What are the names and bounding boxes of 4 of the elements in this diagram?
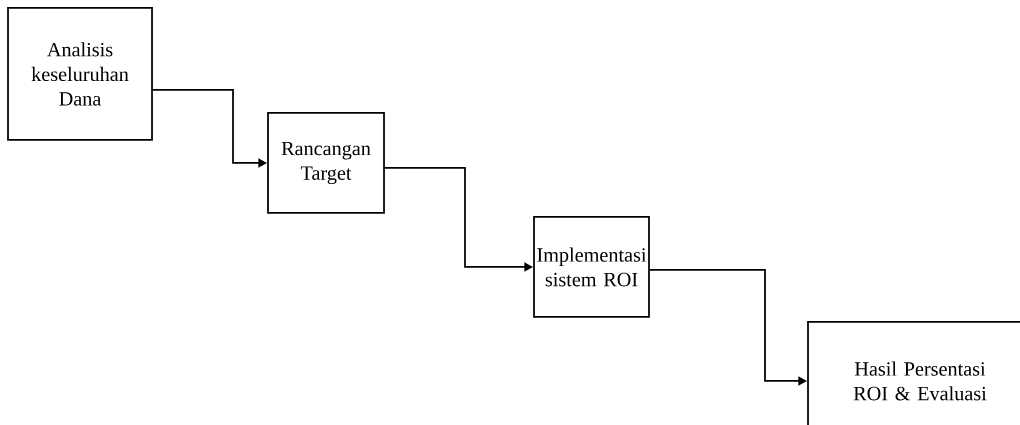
process-box: Hasil Persentasi ROI & Evaluasi xyxy=(807,321,1020,425)
process-box: Implementasi sistem ROI xyxy=(533,216,650,318)
process-box: Analisis keseluruhan Dana xyxy=(7,7,153,141)
process-box: Rancangan Target xyxy=(267,112,385,214)
